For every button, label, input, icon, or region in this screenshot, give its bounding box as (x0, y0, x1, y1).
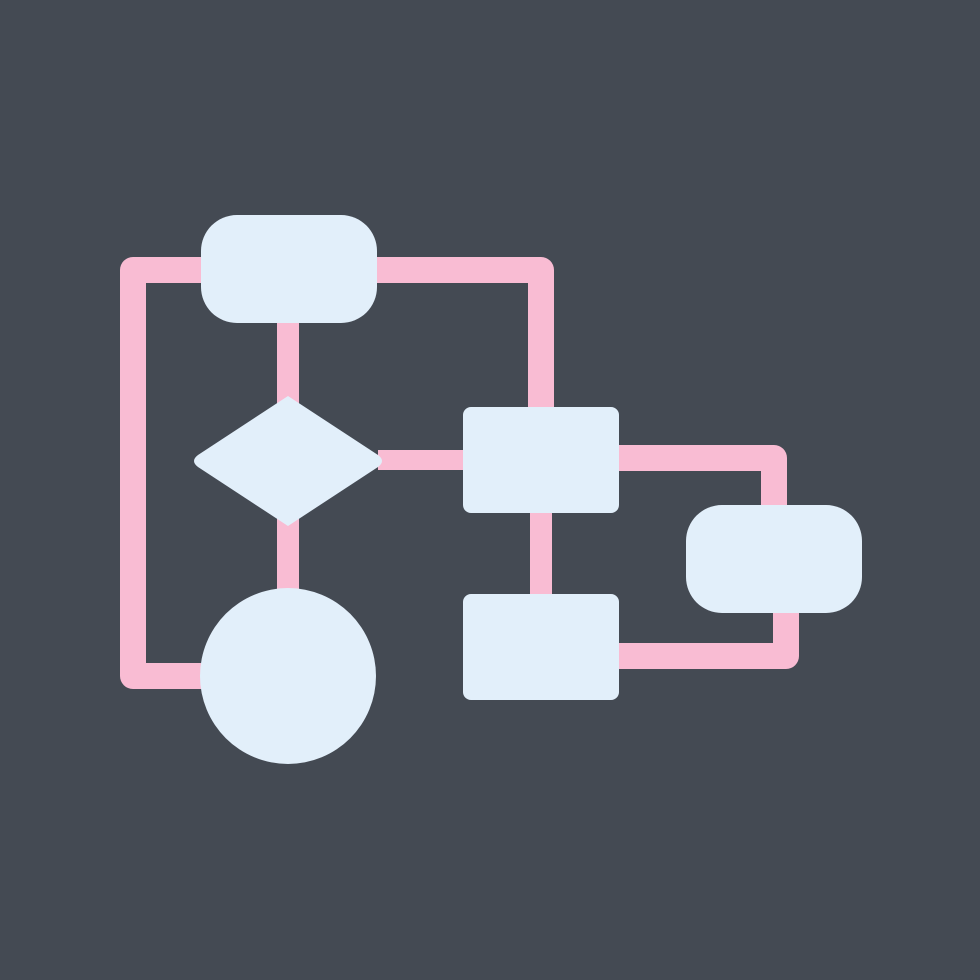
lower-process-node (463, 594, 619, 700)
start-node (201, 215, 377, 323)
connector-lower-to-terminal (599, 593, 799, 669)
flowchart-connectors (120, 257, 799, 689)
decision-node (194, 396, 382, 526)
flowchart-nodes (194, 215, 862, 764)
connector-process-to-terminal (599, 445, 787, 525)
connector-top-right (360, 257, 554, 420)
end-node (200, 588, 376, 764)
terminal-node (686, 505, 862, 613)
connector-loop-left (120, 257, 228, 689)
process-node (463, 407, 619, 513)
